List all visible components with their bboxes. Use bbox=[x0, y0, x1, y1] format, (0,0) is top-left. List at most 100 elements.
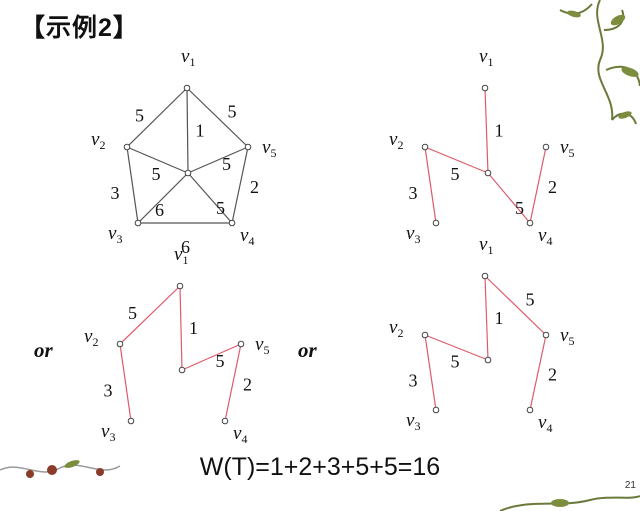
vine-decoration-bottom-left bbox=[0, 460, 121, 478]
edge-v1-v5 bbox=[484, 275, 547, 336]
vertex-label-v4: v4 bbox=[240, 225, 254, 248]
or-label-left: or bbox=[34, 338, 54, 362]
edge-v2-c bbox=[424, 334, 489, 361]
vertex-label-v1: v1 bbox=[181, 46, 195, 69]
slide-title: 【示例2】 bbox=[20, 14, 139, 42]
edge-weight-v2-v3: 3 bbox=[111, 183, 120, 203]
vertex-v5 bbox=[542, 143, 550, 151]
or-label-middle: or bbox=[298, 338, 318, 362]
vertex-v3 bbox=[134, 219, 142, 227]
edge-v1-v5 bbox=[186, 87, 249, 148]
vertex-v3 bbox=[432, 406, 440, 414]
edge-weight-v2-c: 5 bbox=[451, 164, 460, 184]
edge-weight-v4-v5: 2 bbox=[548, 177, 557, 197]
edge-v2-v3 bbox=[119, 343, 132, 422]
vertex-label-v1: v1 bbox=[479, 46, 493, 69]
edge-weight-v4-v5: 2 bbox=[250, 177, 259, 197]
vertex-v4 bbox=[221, 417, 229, 425]
vertex-c bbox=[184, 169, 192, 177]
edge-v3-c bbox=[137, 172, 189, 224]
edge-v4-v5 bbox=[529, 146, 547, 224]
edge-weight-v1-v2: 5 bbox=[135, 106, 144, 126]
edge-v1-v2 bbox=[126, 87, 188, 148]
vertex-label-v5: v5 bbox=[560, 137, 574, 160]
vertex-label-v2: v2 bbox=[389, 129, 403, 152]
vertex-v2 bbox=[421, 143, 429, 151]
edge-v2-c bbox=[126, 146, 189, 174]
edge-weight-v2-v3: 3 bbox=[409, 371, 418, 391]
edge-v1-v2 bbox=[119, 285, 181, 345]
edge-weight-v5-c: 5 bbox=[222, 154, 231, 174]
edge-v4-v5 bbox=[231, 146, 249, 224]
vine-decoration-top-right bbox=[559, 0, 640, 125]
vertex-label-v2: v2 bbox=[389, 317, 403, 340]
edge-weight-v2-v3: 3 bbox=[409, 183, 418, 203]
edge-weight-v1-c: 1 bbox=[189, 318, 198, 338]
vertex-v2 bbox=[123, 143, 131, 151]
edge-weight-v2-c: 5 bbox=[152, 164, 161, 184]
edge-v2-v3 bbox=[424, 334, 437, 411]
vertex-label-v5: v5 bbox=[255, 334, 269, 357]
edge-weight-v4-c: 5 bbox=[216, 198, 225, 218]
vertex-v1 bbox=[183, 84, 191, 92]
vertex-label-v1: v1 bbox=[174, 244, 188, 267]
vertex-v4 bbox=[526, 219, 534, 227]
vertex-v5 bbox=[542, 331, 550, 339]
edge-weight-v1-c: 1 bbox=[495, 308, 504, 328]
edge-weight-v5-c: 5 bbox=[216, 351, 225, 371]
edge-v4-c bbox=[187, 172, 233, 224]
edge-weight-v1-v5: 5 bbox=[228, 102, 237, 122]
vertex-label-v3: v3 bbox=[108, 223, 122, 246]
edge-v2-v3 bbox=[126, 146, 139, 224]
vertex-label-v5: v5 bbox=[262, 137, 276, 160]
weight-formula: W(T)=1+2+3+5+5=16 bbox=[199, 453, 441, 481]
edge-weight-v2-c: 5 bbox=[451, 352, 460, 372]
vertex-label-v3: v3 bbox=[406, 223, 420, 246]
vine-leaves bbox=[567, 10, 639, 119]
vertex-label-v3: v3 bbox=[406, 410, 420, 433]
vertex-v4 bbox=[228, 219, 236, 227]
vertex-label-v2: v2 bbox=[91, 129, 105, 152]
edge-v1-c bbox=[484, 87, 489, 174]
edge-v5-c bbox=[187, 146, 249, 174]
edge-v4-v5 bbox=[529, 334, 547, 411]
edge-weight-v1-v5: 5 bbox=[526, 290, 535, 310]
vine-decoration-bottom-right bbox=[499, 495, 640, 511]
vertex-c bbox=[484, 169, 492, 177]
edge-weight-v4-v5: 2 bbox=[243, 375, 252, 395]
page-number: 21 bbox=[624, 480, 636, 491]
vertex-label-v5: v5 bbox=[560, 325, 574, 348]
edge-weight-v1-c: 1 bbox=[196, 121, 205, 141]
vertex-v4 bbox=[526, 406, 534, 414]
edge-v2-c bbox=[424, 146, 489, 174]
vertex-label-v4: v4 bbox=[538, 225, 552, 248]
vertex-v3 bbox=[432, 219, 440, 227]
edge-weight-v4-c: 5 bbox=[515, 198, 524, 218]
edge-weight-v3-c: 6 bbox=[155, 200, 164, 220]
edge-v4-v5 bbox=[224, 343, 242, 422]
edge-v1-c bbox=[179, 285, 183, 371]
edge-v1-c bbox=[186, 87, 189, 174]
vertex-v1 bbox=[481, 84, 489, 92]
edge-weight-v4-v5: 2 bbox=[548, 365, 557, 385]
vertex-v2 bbox=[116, 340, 124, 348]
vertex-c bbox=[484, 356, 492, 364]
vertex-label-v4: v4 bbox=[233, 423, 247, 446]
edge-weight-v3-v4: 6 bbox=[181, 237, 190, 257]
edge-weight-v1-v2: 5 bbox=[128, 303, 137, 323]
vertex-label-v2: v2 bbox=[84, 326, 98, 349]
vertex-v1 bbox=[176, 282, 184, 290]
vertex-v3 bbox=[127, 417, 135, 425]
edge-v4-c bbox=[487, 172, 531, 224]
vertex-v1 bbox=[481, 272, 489, 280]
vertex-v5 bbox=[237, 340, 245, 348]
vertex-label-v4: v4 bbox=[538, 412, 552, 435]
edge-v2-v3 bbox=[424, 146, 437, 224]
vertex-v5 bbox=[244, 143, 252, 151]
